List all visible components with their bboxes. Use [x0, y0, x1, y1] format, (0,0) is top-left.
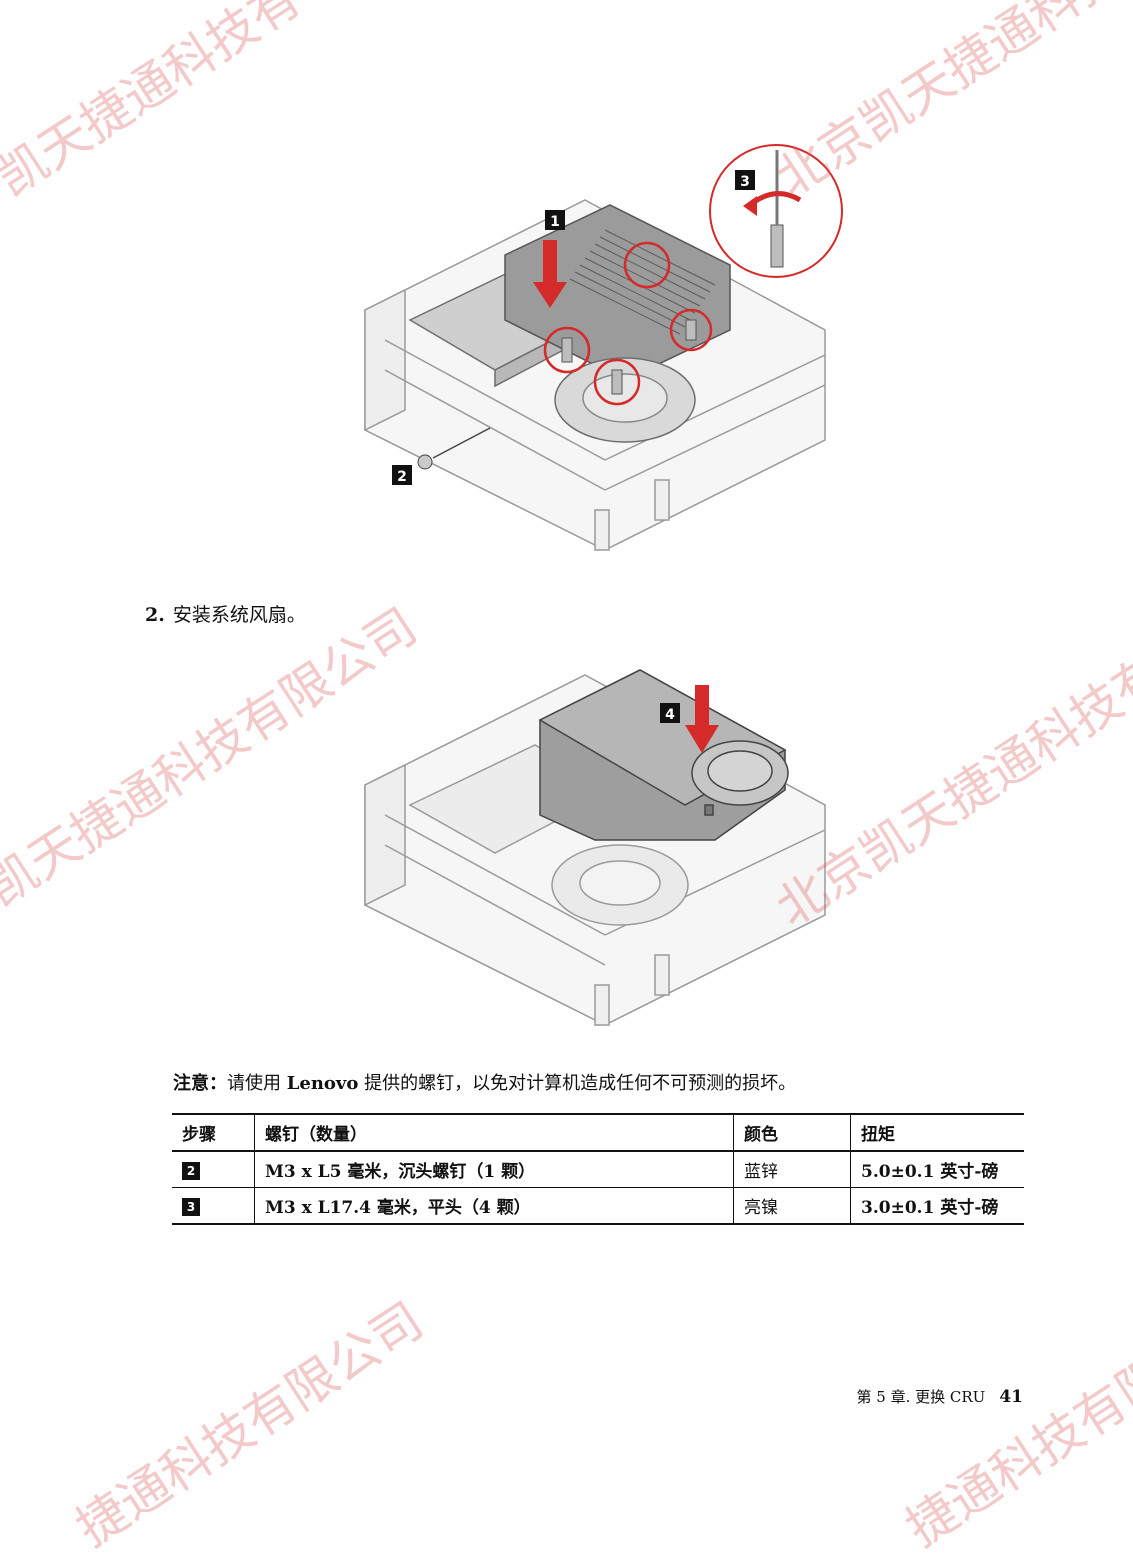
callout-2: 2 [392, 465, 412, 485]
cell-torque: 5.0±0.1 英寸-磅 [850, 1151, 1024, 1188]
note-label: 注意： [173, 1073, 227, 1094]
note: 注意：请使用 Lenovo 提供的螺钉，以免对计算机造成任何不可预测的损坏。 [173, 1069, 796, 1095]
down-arrow-icon [685, 725, 719, 753]
cell-step: 3 [172, 1187, 255, 1225]
step-number: 2. [145, 604, 165, 626]
svg-text:2: 2 [397, 469, 407, 485]
cell-step: 2 [172, 1151, 255, 1188]
screw-marker [543, 326, 591, 374]
cell-torque: 3.0±0.1 英寸-磅 [850, 1187, 1024, 1225]
svg-text:3: 3 [740, 174, 750, 190]
screw-marker [669, 308, 713, 352]
header-color: 颜色 [733, 1114, 851, 1152]
chassis-front [364, 763, 406, 907]
header-torque: 扭矩 [850, 1114, 1024, 1152]
step-instruction: 2. 安装系统风扇。 [145, 600, 306, 627]
fan-illustration: 4 [364, 669, 826, 1026]
callout-3: 3 [735, 170, 755, 190]
figure-heatsink-install: 1 2 3 [355, 140, 845, 560]
step-callout: 2 [182, 1161, 200, 1180]
step-text: 安装系统风扇。 [172, 604, 306, 626]
screw-marker [593, 358, 641, 406]
cell-screw: M3 x L17.4 毫米，平头（4 颗） [254, 1187, 734, 1225]
note-text-after: 提供的螺钉，以免对计算机造成任何不可预测的损坏。 [358, 1073, 797, 1094]
table-row: 2 M3 x L5 毫米，沉头螺钉（1 颗） 蓝锌 5.0±0.1 英寸-磅 [172, 1151, 1024, 1188]
step-callout: 3 [182, 1197, 200, 1216]
callout-1: 1 [545, 210, 565, 230]
heatsink-illustration: 1 2 3 [364, 144, 843, 551]
cell-screw: M3 x L5 毫米，沉头螺钉（1 颗） [254, 1151, 734, 1188]
page-footer: 第 5 章. 更换 CRU 41 [857, 1386, 1023, 1407]
chassis-front [364, 288, 406, 432]
side-screw-icon [417, 427, 491, 470]
screw-table: 步骤 螺钉（数量） 颜色 扭矩 2 M3 x L5 毫米，沉头螺钉（1 颗） 蓝… [172, 1113, 1024, 1225]
heatsink-block [504, 204, 731, 381]
watermark: 凯天捷通科技有 [0, 0, 312, 208]
watermark: 捷通科技有限公司 [65, 1291, 434, 1558]
table-row: 3 M3 x L17.4 毫米，平头（4 颗） 亮镍 3.0±0.1 英寸-磅 [172, 1187, 1024, 1225]
note-brand: Lenovo [286, 1073, 359, 1094]
watermark: 捷通科技有限 [895, 1345, 1133, 1558]
screw-marker [623, 241, 671, 289]
page-number: 41 [999, 1387, 1023, 1407]
table-header-row: 步骤 螺钉（数量） 颜色 扭矩 [172, 1114, 1024, 1152]
header-screw: 螺钉（数量） [254, 1114, 734, 1152]
system-fan-assembly [538, 669, 789, 841]
footer-chapter: 第 5 章. 更换 CRU [856, 1388, 986, 1406]
note-text-before: 请使用 [227, 1073, 287, 1094]
svg-text:4: 4 [665, 707, 675, 723]
callout-4: 4 [660, 703, 680, 723]
cell-color: 亮镍 [733, 1187, 851, 1225]
svg-text:1: 1 [550, 214, 560, 230]
header-step: 步骤 [172, 1114, 255, 1152]
cell-color: 蓝锌 [733, 1151, 851, 1188]
down-arrow-icon [533, 282, 567, 308]
figure-fan-install: 4 [355, 655, 845, 1035]
